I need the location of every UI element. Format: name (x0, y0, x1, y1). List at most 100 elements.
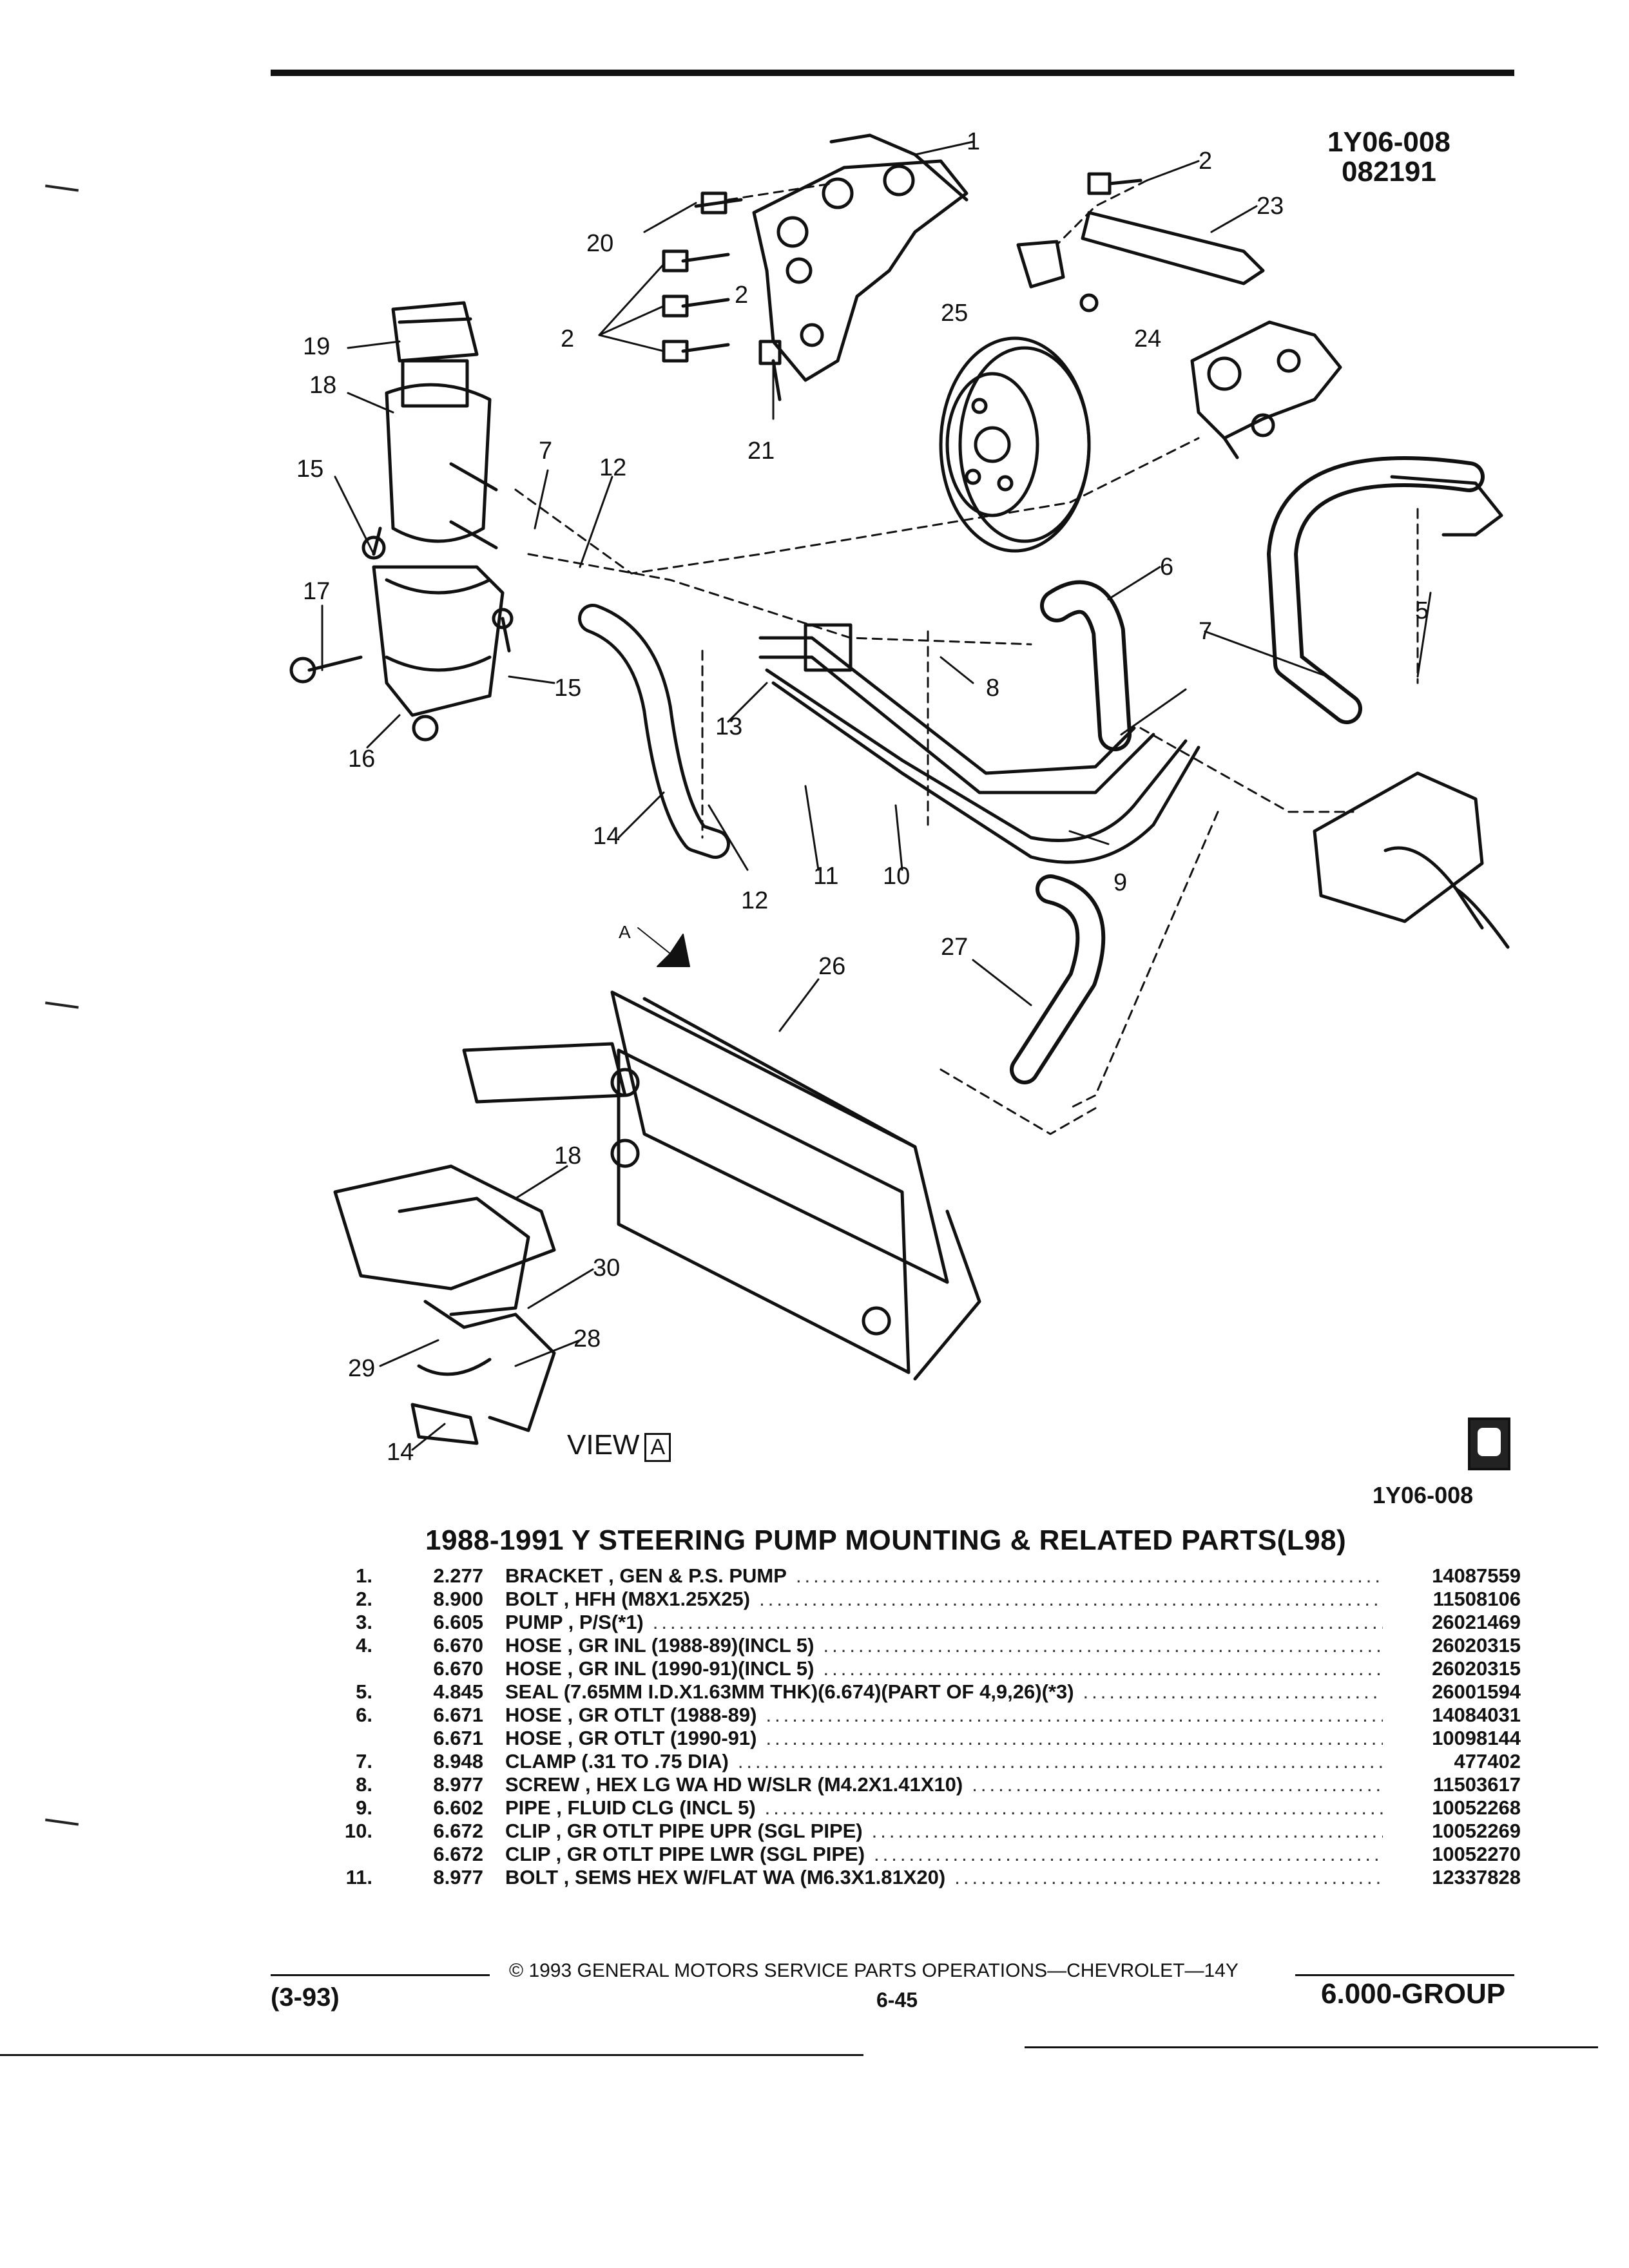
leader-dots (653, 1611, 1383, 1634)
part-item-number: 5. (356, 1680, 372, 1703)
part-code: 6.605 (433, 1611, 483, 1633)
part-code: 8.977 (433, 1773, 483, 1796)
part-description: HOSE , GR INL (1990-91)(INCL 5) (505, 1657, 815, 1680)
part-description: BOLT , SEMS HEX W/FLAT WA (M6.3X1.81X20) (505, 1866, 946, 1888)
leader-dots (823, 1657, 1383, 1680)
part-number: 14084031 (1432, 1704, 1521, 1726)
part-number: 10052270 (1432, 1843, 1521, 1865)
pump-body (1190, 320, 1342, 459)
steering-gear (1313, 771, 1510, 949)
exploded-parts-diagram: 1 2 23 20 2 25 24 19 2 18 21 15 7 12 6 1… (289, 128, 1510, 1466)
callout-labels: 1 2 23 20 2 25 24 19 2 18 21 15 7 12 6 1… (296, 128, 1429, 1466)
part-description: HOSE , GR INL (1988-89)(INCL 5) (505, 1634, 815, 1657)
part-code: 8.948 (433, 1750, 483, 1773)
callout: 11 (813, 863, 838, 890)
page-number: 6-45 (876, 1988, 918, 2012)
part-code: 6.602 (433, 1796, 483, 1819)
callout: 15 (554, 675, 581, 702)
part-number: 477402 (1454, 1750, 1521, 1773)
gm-spo-logo (1468, 1418, 1510, 1470)
part-item-number: 8. (356, 1773, 372, 1796)
footer-rule (271, 1974, 490, 1976)
copyright: © 1993 GENERAL MOTORS SERVICE PARTS OPER… (509, 1960, 1239, 1981)
part-row: 3. 6.605 PUMP , P/S(*1) 26021469 (322, 1611, 1521, 1634)
part-item-number: 2. (356, 1588, 372, 1610)
leader-dots (874, 1843, 1383, 1866)
part-code: 8.900 (433, 1588, 483, 1610)
part-code: 6.672 (433, 1843, 483, 1865)
date-code: (3-93) (271, 1983, 340, 2012)
part-row: 6.672 CLIP , GR OTLT PIPE LWR (SGL PIPE) 1… (322, 1843, 1521, 1866)
callout: 14 (387, 1439, 414, 1466)
leader-dots (1083, 1680, 1383, 1704)
part-item-number: 3. (356, 1611, 372, 1633)
part-item-number: 7. (356, 1750, 372, 1773)
leader-dots (823, 1634, 1383, 1657)
part-row: 6. 6.671 HOSE , GR OTLT (1988-89) 14084031 (322, 1704, 1521, 1727)
part-number: 11503617 (1432, 1773, 1521, 1796)
callout: 8 (986, 675, 999, 702)
leader-dots (872, 1820, 1383, 1843)
part-description: BOLT , HFH (M8X1.25X25) (505, 1588, 751, 1610)
part-number: 26020315 (1432, 1657, 1521, 1680)
part-code: 8.977 (433, 1866, 483, 1888)
part-number: 26020315 (1432, 1634, 1521, 1657)
callout: 7 (539, 437, 552, 465)
callout: 24 (1134, 325, 1161, 352)
leader-dots (759, 1588, 1383, 1611)
callout: 28 (574, 1325, 601, 1352)
leader-dots (765, 1796, 1383, 1820)
part-number: 12337828 (1432, 1866, 1521, 1888)
part-item-number: 10. (344, 1820, 372, 1842)
strut (1081, 211, 1265, 285)
part-item-number: 4. (356, 1634, 372, 1657)
part-description: PUMP , P/S(*1) (505, 1611, 644, 1633)
callout: 18 (554, 1142, 581, 1169)
part-row: 4. 6.670 HOSE , GR INL (1988-89)(INCL 5) 26… (322, 1634, 1521, 1657)
leader-dots (738, 1750, 1383, 1773)
callout: 7 (1199, 618, 1212, 645)
callout: 2 (735, 282, 748, 309)
callout: 30 (593, 1254, 620, 1282)
callout: 21 (747, 437, 775, 465)
callout: A (619, 922, 631, 942)
part-description: CLAMP (.31 TO .75 DIA) (505, 1750, 729, 1773)
leader-dots (796, 1564, 1383, 1588)
callout: 14 (593, 823, 620, 850)
part-row: 7. 8.948 CLAMP (.31 TO .75 DIA) 477402 (322, 1750, 1521, 1773)
part-code: 6.671 (433, 1727, 483, 1749)
bolts (662, 172, 1142, 401)
callout: 2 (561, 325, 574, 352)
drawing-id: 1Y06-008 (1327, 126, 1451, 158)
callout: 16 (348, 745, 375, 773)
header-rule (271, 70, 1514, 76)
callout: 19 (303, 333, 330, 360)
callout: 2 (1199, 148, 1212, 175)
leader-dots (972, 1773, 1383, 1796)
reservoir-bracket (289, 526, 514, 742)
callout: 6 (1160, 553, 1173, 581)
part-number: 26021469 (1432, 1611, 1521, 1633)
part-description: HOSE , GR OTLT (1988-89) (505, 1704, 757, 1726)
oil-cooler (462, 990, 981, 1381)
part-code: 6.671 (433, 1704, 483, 1726)
part-number: 11508106 (1432, 1588, 1521, 1610)
part-description: CLIP , GR OTLT PIPE UPR (SGL PIPE) (505, 1820, 863, 1842)
part-code: 2.277 (433, 1564, 483, 1587)
callout: 1 (967, 128, 980, 155)
group-label: 6.000-GROUP (1321, 1978, 1506, 2010)
part-description: CLIP , GR OTLT PIPE LWR (SGL PIPE) (505, 1843, 865, 1865)
callout: 29 (348, 1355, 375, 1382)
part-code: 6.670 (433, 1634, 483, 1657)
part-item-number: 6. (356, 1704, 372, 1726)
page-bottom-rule (1025, 2046, 1598, 2048)
callout: 23 (1257, 193, 1284, 220)
leader-dots (766, 1704, 1383, 1727)
drawing-id-bottom: 1Y06-008 (1373, 1482, 1474, 1508)
part-description: SCREW , HEX LG WA HD W/SLR (M4.2X1.41X10… (505, 1773, 963, 1796)
